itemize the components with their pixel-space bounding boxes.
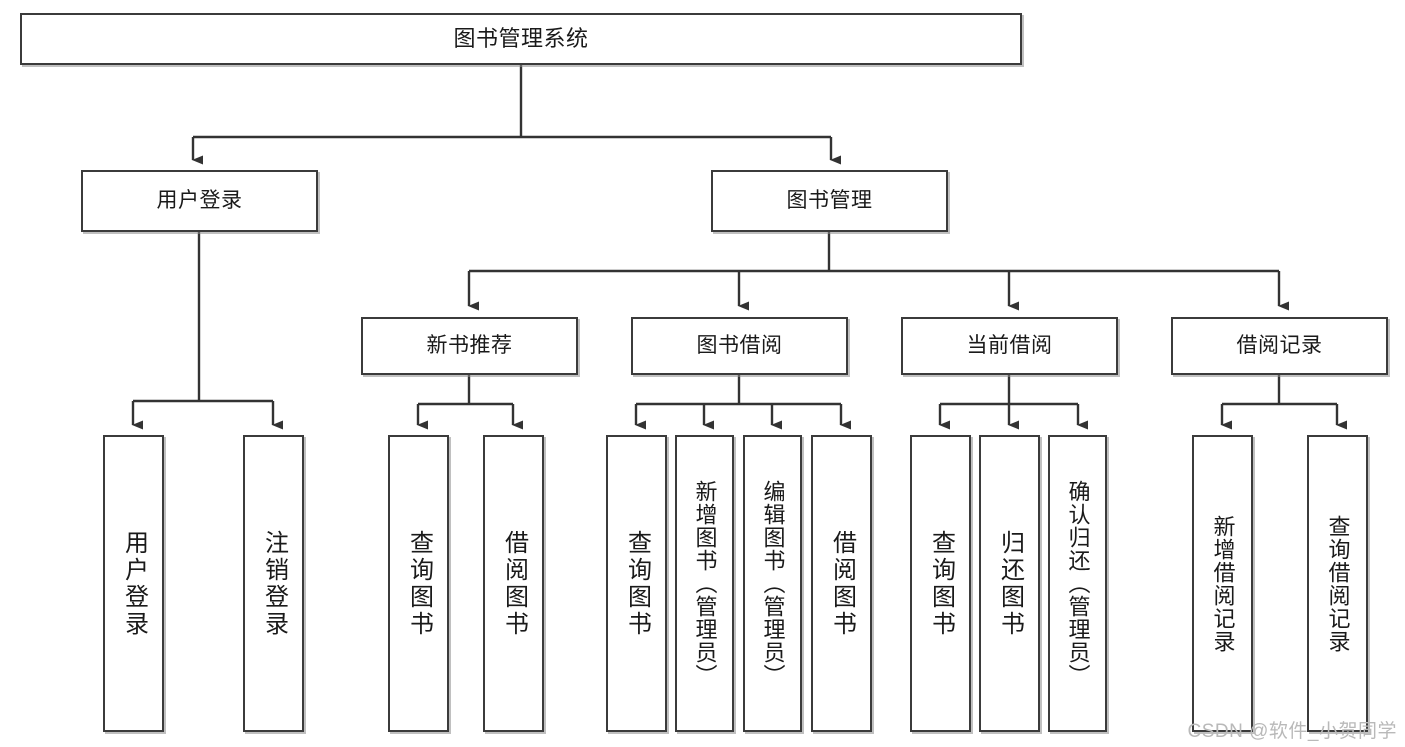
- leaf-user-login[interactable]: 用户登录: [103, 435, 164, 732]
- node-label: 借阅图书: [828, 529, 856, 638]
- node-label: 查询图书: [405, 529, 433, 638]
- leaf-add-borrow-record[interactable]: 新增借阅记录: [1192, 435, 1253, 732]
- node-book-manage[interactable]: 图书管理: [711, 170, 948, 232]
- node-current-borrow[interactable]: 当前借阅: [901, 317, 1118, 375]
- csdn-watermark: CSDN @软件_小贺同学: [1187, 721, 1397, 742]
- node-label: 注销登录: [260, 529, 288, 638]
- node-label: 新增借阅记录: [1210, 514, 1236, 653]
- node-label: 用户登录: [156, 188, 243, 212]
- node-label: 图书管理: [786, 188, 873, 212]
- node-label: 编辑图书（管理员）: [760, 480, 786, 687]
- node-book-borrow[interactable]: 图书借阅: [631, 317, 848, 375]
- leaf-query-book-recommendation[interactable]: 查询图书: [388, 435, 449, 732]
- leaf-return-book[interactable]: 归还图书: [979, 435, 1040, 732]
- node-label: 查询图书: [927, 529, 955, 638]
- leaf-borrow-book-recommendation[interactable]: 借阅图书: [483, 435, 544, 732]
- leaf-edit-book-admin[interactable]: 编辑图书（管理员）: [743, 435, 802, 732]
- leaf-query-book-current[interactable]: 查询图书: [910, 435, 971, 732]
- node-label: 归还图书: [996, 529, 1024, 638]
- leaf-confirm-return-admin[interactable]: 确认归还（管理员）: [1048, 435, 1107, 732]
- node-label: 当前借阅: [966, 333, 1053, 357]
- node-label: 查询借阅记录: [1325, 514, 1351, 653]
- node-user-login[interactable]: 用户登录: [81, 170, 318, 232]
- node-label: 新增图书（管理员）: [692, 480, 718, 687]
- node-label: 图书管理系统: [453, 26, 589, 52]
- node-borrow-record[interactable]: 借阅记录: [1171, 317, 1388, 375]
- node-label: 图书借阅: [696, 333, 783, 357]
- node-label: 借阅图书: [500, 529, 528, 638]
- leaf-logout-login[interactable]: 注销登录: [243, 435, 304, 732]
- leaf-add-book-admin[interactable]: 新增图书（管理员）: [675, 435, 734, 732]
- leaf-query-book-borrow[interactable]: 查询图书: [606, 435, 667, 732]
- node-label: 用户登录: [120, 529, 148, 638]
- node-label: 确认归还（管理员）: [1065, 480, 1091, 687]
- leaf-borrow-book-borrow[interactable]: 借阅图书: [811, 435, 872, 732]
- node-root-book-management-system[interactable]: 图书管理系统: [20, 13, 1022, 65]
- node-label: 借阅记录: [1236, 333, 1323, 357]
- node-label: 查询图书: [623, 529, 651, 638]
- leaf-query-borrow-record[interactable]: 查询借阅记录: [1307, 435, 1368, 732]
- node-new-book-recommendation[interactable]: 新书推荐: [361, 317, 578, 375]
- node-label: 新书推荐: [426, 333, 513, 357]
